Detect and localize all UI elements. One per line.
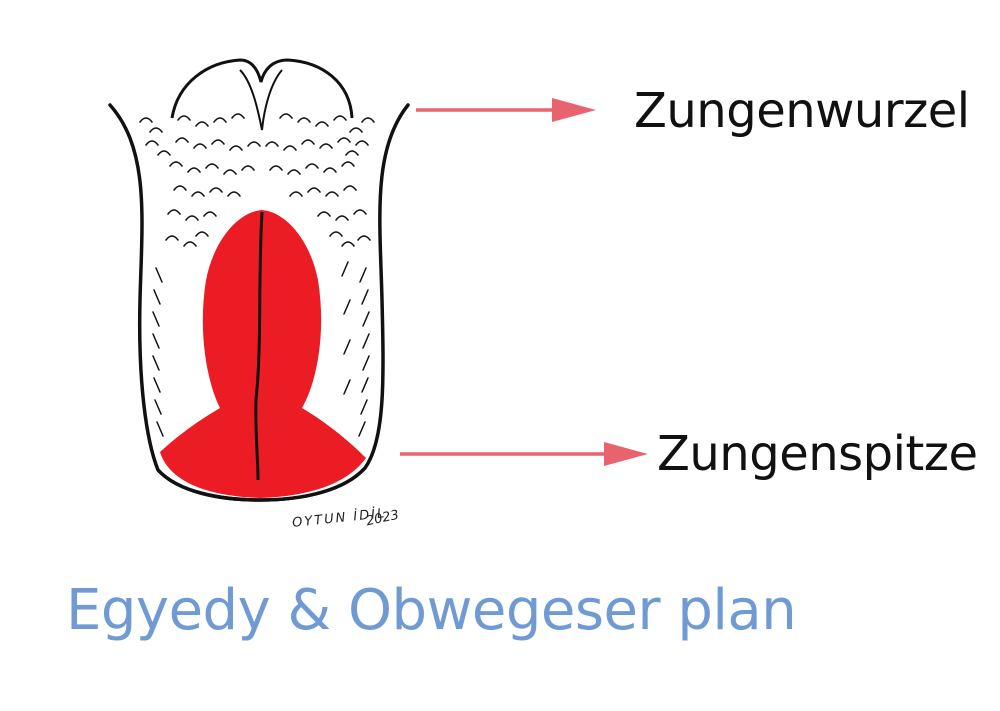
arrow-tip	[400, 442, 648, 466]
tongue-midline	[254, 211, 264, 481]
label-zungenwurzel: Zungenwurzel	[634, 83, 970, 139]
diagram-title: Egyedy & Obwegeser plan	[66, 578, 797, 643]
tip-outline	[156, 466, 367, 502]
epiglottis-midline	[239, 69, 283, 131]
epiglottis-outline	[170, 58, 354, 119]
label-zungenspitze: Zungenspitze	[657, 426, 978, 482]
papillae-texture	[139, 113, 375, 247]
resection-area	[160, 210, 366, 498]
side-hatching	[152, 261, 370, 437]
arrow-root	[416, 98, 596, 122]
